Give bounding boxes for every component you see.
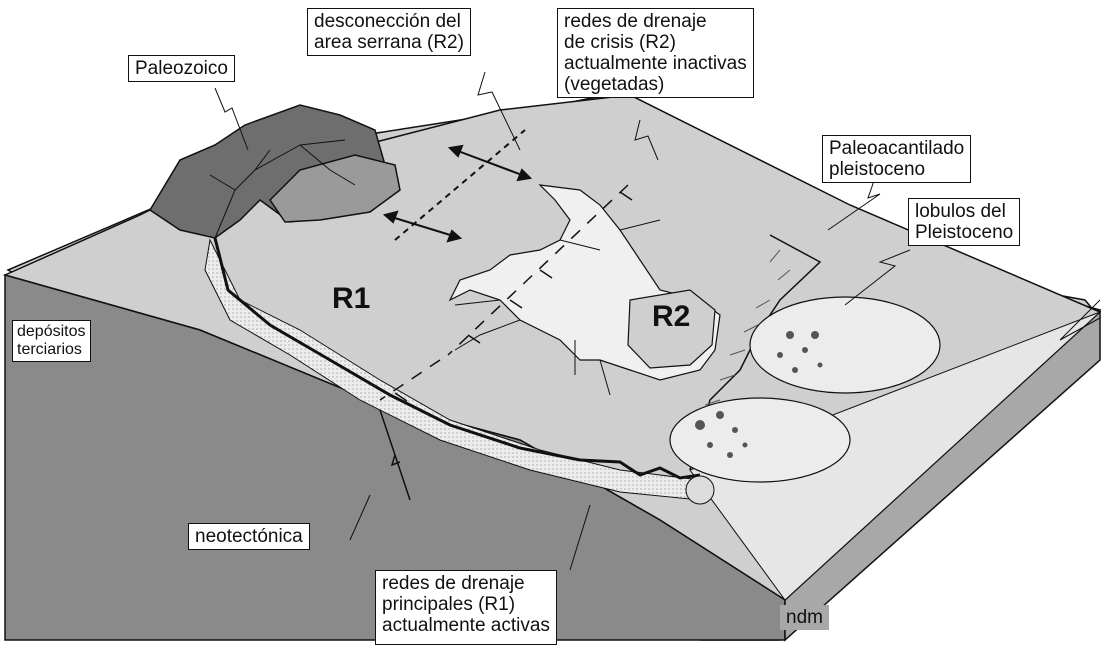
label-lobulos-line1: lobulos del	[915, 201, 1013, 222]
label-desconeccion-line1: desconección del	[314, 11, 464, 32]
label-redes-crisis-line4: (vegetadas)	[564, 74, 747, 95]
label-redes-principales-line1: redes de drenaje	[382, 573, 550, 594]
label-redes-crisis-line2: de crisis (R2)	[564, 32, 747, 53]
label-redes-principales-line2: principales (R1)	[382, 594, 550, 615]
label-r1: R1	[332, 282, 370, 316]
alluvial-fan-mouth	[686, 476, 714, 504]
label-r2: R2	[652, 300, 690, 334]
pleistocene-lobe-upper	[750, 297, 940, 393]
label-neotectonica: neotectónica	[188, 523, 310, 550]
label-paleoacantilado-line1: Paleoacantilado	[829, 138, 964, 159]
label-redes-principales: redes de drenaje principales (R1) actual…	[375, 570, 557, 645]
label-depositos-line1: depósitos	[17, 323, 86, 341]
label-desconeccion-line2: area serrana (R2)	[314, 32, 464, 53]
label-desconeccion: desconección del area serrana (R2)	[307, 8, 471, 56]
label-lobulos: lobulos del Pleistoceno	[908, 198, 1020, 246]
label-redes-principales-line3: actualmente activas	[382, 615, 550, 636]
label-depositos: depósitos terciarios	[12, 320, 91, 362]
label-redes-crisis-line1: redes de drenaje	[564, 11, 747, 32]
label-redes-crisis-line3: actualmente inactivas	[564, 53, 747, 74]
label-paleoacantilado-line2: pleistoceno	[829, 159, 964, 180]
label-paleozoico: Paleozoico	[128, 55, 235, 82]
label-depositos-line2: terciarios	[17, 341, 86, 359]
label-redes-crisis: redes de drenaje de crisis (R2) actualme…	[557, 8, 754, 98]
label-paleoacantilado: Paleoacantilado pleistoceno	[822, 135, 971, 183]
label-lobulos-line2: Pleistoceno	[915, 222, 1013, 243]
label-ndm: ndm	[780, 605, 829, 630]
pleistocene-lobe-lower	[670, 398, 850, 482]
